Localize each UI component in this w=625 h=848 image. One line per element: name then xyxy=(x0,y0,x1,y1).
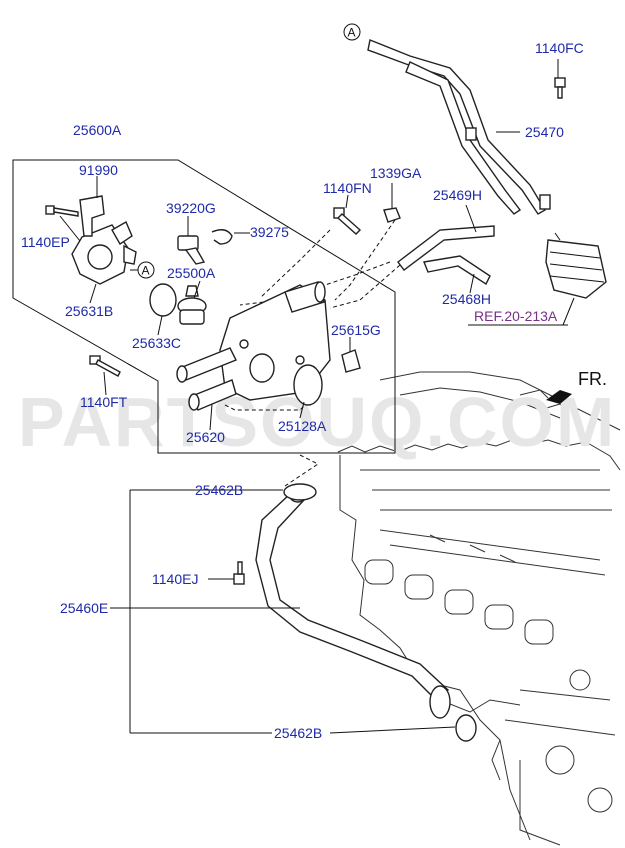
nut-1339GA xyxy=(383,207,401,223)
label-25462B-bottom[interactable]: 25462B xyxy=(274,725,322,741)
label-25620[interactable]: 25620 xyxy=(186,429,225,445)
leader-lines xyxy=(59,59,575,734)
label-25128A[interactable]: 25128A xyxy=(278,418,327,434)
oring-25462B-top xyxy=(283,483,317,501)
label-39275[interactable]: 39275 xyxy=(250,224,289,240)
label-1140FN[interactable]: 1140FN xyxy=(323,180,372,196)
label-25631B[interactable]: 25631B xyxy=(65,303,113,319)
gasket-25128A xyxy=(293,364,323,406)
svg-text:A: A xyxy=(142,264,150,278)
label-25500A[interactable]: 25500A xyxy=(167,265,216,281)
label-25460E[interactable]: 25460E xyxy=(60,600,108,616)
oil-cooler-ref xyxy=(545,239,607,299)
label-25633C[interactable]: 25633C xyxy=(132,335,181,351)
engine-block xyxy=(337,371,621,846)
reference-link[interactable]: REF.20-213A xyxy=(474,308,558,324)
bolt-1140FC xyxy=(554,77,566,99)
bolt-1140EJ xyxy=(233,561,245,585)
label-1140EP[interactable]: 1140EP xyxy=(21,234,70,250)
label-25469H[interactable]: 25469H xyxy=(433,187,482,203)
thermostat-cover-25631B xyxy=(71,221,137,285)
callout-A-housing: A xyxy=(137,261,155,279)
label-25462B-top[interactable]: 25462B xyxy=(195,482,243,498)
temp-sensor-39220G xyxy=(177,235,206,265)
bolt-1140FN xyxy=(333,207,362,235)
label-39220G[interactable]: 39220G xyxy=(166,200,216,216)
thermostat-25500A xyxy=(177,285,207,325)
label-25470[interactable]: 25470 xyxy=(525,124,564,140)
callout-A-pipe: A xyxy=(343,23,361,41)
front-label: FR. xyxy=(578,369,607,389)
label-1140FT[interactable]: 1140FT xyxy=(80,394,128,410)
hose-25468H xyxy=(423,255,491,286)
svg-text:A: A xyxy=(348,26,356,40)
label-91990[interactable]: 91990 xyxy=(79,162,118,178)
oring-25462B-bottom xyxy=(455,714,477,742)
label-1339GA[interactable]: 1339GA xyxy=(370,165,422,181)
label-25468H[interactable]: 25468H xyxy=(442,291,491,307)
front-direction-indicator: FR. xyxy=(546,369,607,404)
assembly-boundary-25600A xyxy=(12,159,396,454)
bolt-1140FT xyxy=(89,355,121,377)
label-25600A[interactable]: 25600A xyxy=(73,122,122,138)
clip-39275 xyxy=(211,229,233,245)
bracket-91990 xyxy=(79,195,105,237)
pipe-25470 xyxy=(367,39,551,215)
oring-25633C xyxy=(149,283,177,317)
pipe-25460E xyxy=(255,489,451,719)
hose-25469H xyxy=(397,225,495,271)
gasket-25615G xyxy=(341,349,361,373)
label-25615G[interactable]: 25615G xyxy=(331,322,381,338)
label-1140FC[interactable]: 1140FC xyxy=(535,40,584,56)
label-1140EJ[interactable]: 1140EJ xyxy=(152,571,198,587)
bolt-1140EP xyxy=(45,205,79,217)
